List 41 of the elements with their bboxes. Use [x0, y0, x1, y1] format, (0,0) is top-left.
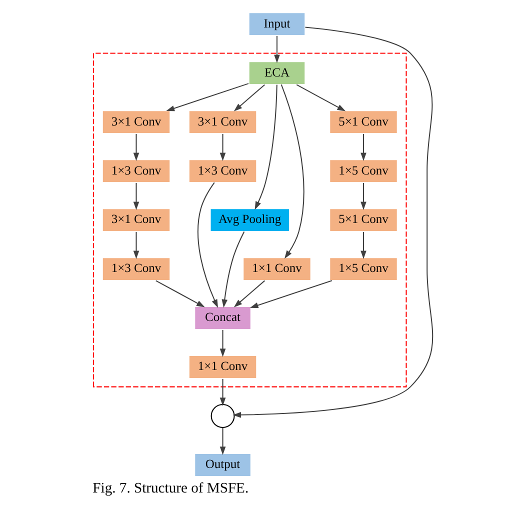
node-box: 1×5 Conv	[328, 257, 398, 281]
arrow	[219, 134, 226, 162]
arrow	[296, 84, 346, 112]
node-box: ECA	[248, 61, 306, 86]
arrow	[166, 83, 248, 112]
arrow	[233, 280, 265, 308]
node-box: Output	[194, 453, 251, 477]
arrow	[232, 26, 433, 418]
arrow	[254, 84, 277, 210]
caption: Fig. 7. Structure of MSFE.	[92, 480, 248, 496]
arrow	[280, 84, 304, 259]
arrow	[274, 36, 280, 64]
arrow	[360, 182, 366, 210]
node-box: 1×3 Conv	[101, 159, 170, 183]
arrow	[221, 231, 244, 308]
node-box: 3×1 Conv	[101, 110, 170, 134]
arrow	[132, 182, 139, 210]
arrow	[219, 428, 226, 456]
arrow	[360, 134, 366, 162]
node-circle	[210, 404, 234, 428]
arrow	[249, 280, 332, 308]
node-box: 1×1 Conv	[188, 355, 257, 379]
node-box: 3×1 Conv	[101, 208, 170, 232]
node-box: 5×1 Conv	[328, 110, 398, 134]
node-box: Avg Pooling	[209, 208, 290, 232]
arrow	[155, 280, 204, 308]
node-box: 1×5 Conv	[328, 159, 398, 183]
node-box: Concat	[194, 306, 251, 330]
arrow	[219, 378, 226, 406]
node-box: 5×1 Conv	[328, 208, 398, 232]
arrow	[233, 84, 265, 112]
arrow	[360, 232, 366, 260]
arrow	[132, 134, 139, 162]
node-box: 3×1 Conv	[188, 110, 257, 134]
arrow	[132, 232, 139, 260]
node-box: Input	[248, 12, 306, 36]
arrow	[196, 182, 218, 308]
arrow	[219, 330, 226, 358]
node-box: 1×3 Conv	[188, 159, 257, 183]
node-box: 1×3 Conv	[101, 257, 170, 281]
node-box: 1×1 Conv	[242, 257, 311, 281]
